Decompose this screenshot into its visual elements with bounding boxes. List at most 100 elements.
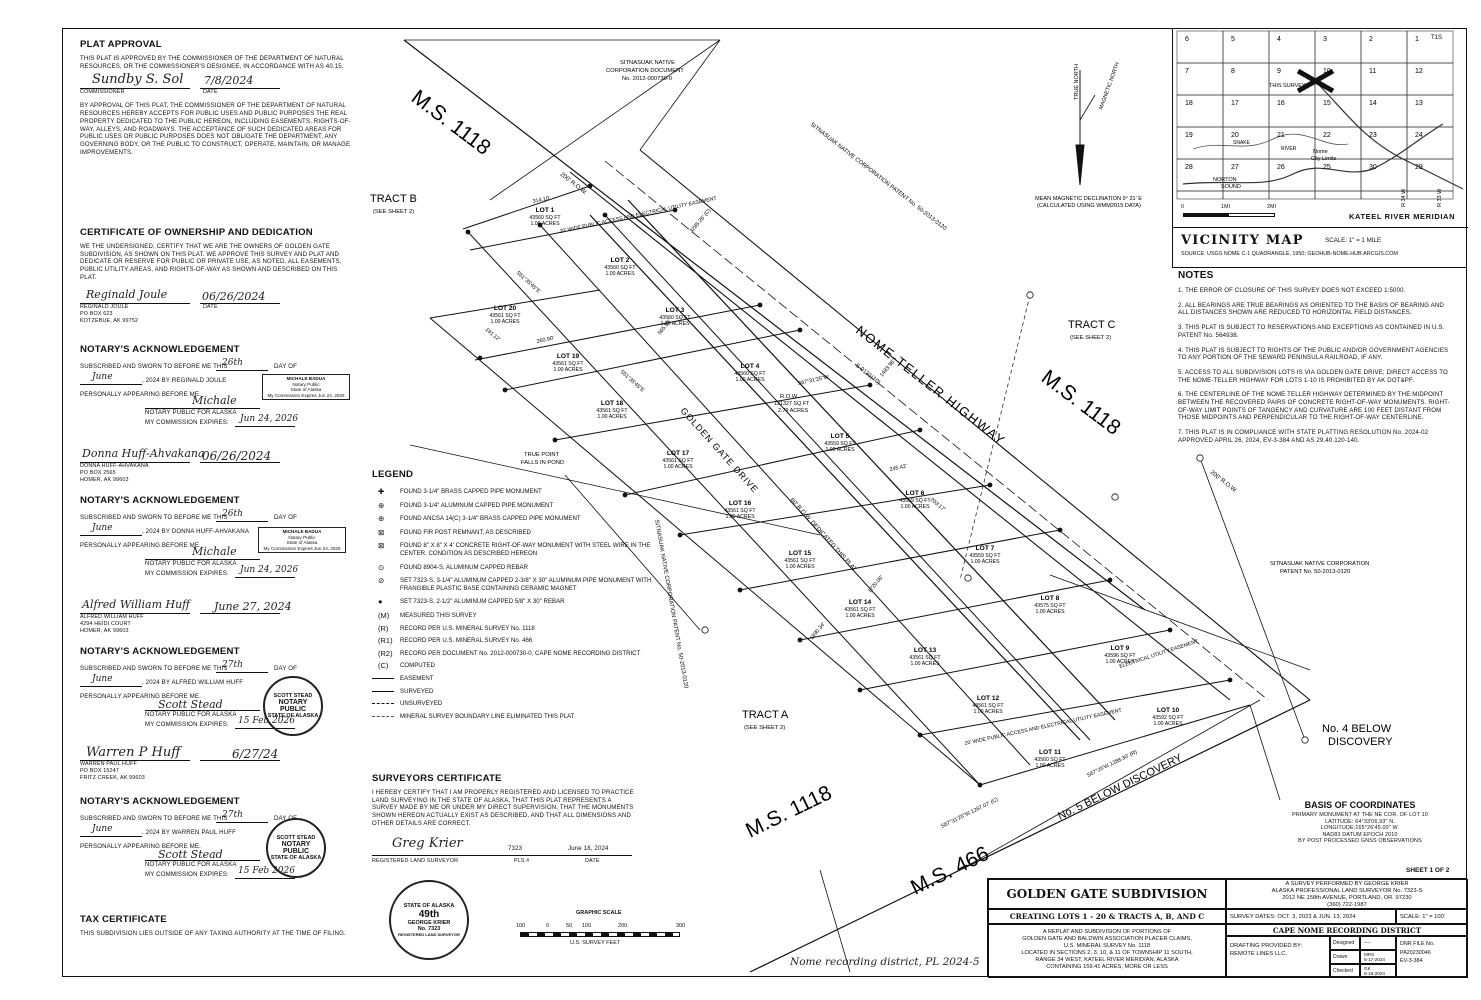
notary1-stamp-l3: State of Alaska: [290, 387, 322, 393]
lot-20-name: LOT 20: [494, 305, 517, 312]
survey-monument: [757, 302, 763, 308]
lot-17-sqft: 43561 SQ FT: [662, 458, 694, 464]
notary4-month-line: [80, 836, 142, 837]
vicinity-section-number: 23: [1369, 132, 1377, 139]
ms1118-label-nw: M.S. 1118: [407, 86, 495, 160]
lot13-north: [799, 579, 1111, 641]
signer2-name: DONNA HUFF-AHVAKANA: [80, 463, 149, 469]
vicinity-section-number: 11: [1369, 68, 1376, 75]
vicinity-section-number: 25: [1323, 164, 1331, 171]
basis-leader: [1249, 704, 1281, 801]
legend-item: EASEMENT: [372, 675, 672, 683]
lot-3-ac: 1.00 ACRES: [660, 321, 690, 327]
legend-item: ●SET 7323-S, 2-1/2" ALUMINUM CAPPED 5/8"…: [372, 598, 672, 606]
survey-monument: [857, 687, 863, 693]
dim-1720: 1720.06': [867, 575, 885, 595]
vicinity-section-number: 29: [1415, 164, 1423, 171]
legend-text: MINERAL SURVEY BOUNDARY LINE ELIMINATED …: [400, 712, 575, 720]
lot-20-ac: 1.00 ACRES: [490, 319, 520, 325]
lot-1-sqft: 43560 SQ FT: [529, 215, 561, 221]
title-block-drawn-initials: MRS: [1364, 952, 1375, 957]
legend-text: SET 7323-S, 2-1/2" ALUMINUM CAPPED 5/8" …: [400, 598, 565, 606]
note-item: 5. ACCESS TO ALL SUBDIVISION LOTS IS VIA…: [1178, 368, 1448, 384]
lot-15-sqft: 43561 SQ FT: [784, 558, 816, 564]
signer3-sig-line: [80, 613, 190, 614]
lot-11-sqft: 43560 SQ FT: [1034, 757, 1066, 763]
commissioner-sig-line: [80, 88, 190, 90]
lot-15-ac: 1.00 ACRES: [785, 564, 815, 570]
basis-line3: LONGITUDE:165°26'45.00" W.: [1320, 825, 1400, 832]
lot-20-sqft: 43561 SQ FT: [489, 313, 521, 319]
notary4-expires-label: MY COMMISSION EXPIRES:: [145, 871, 229, 878]
legend-symbol: (R2): [378, 648, 393, 658]
lot-13-ac: 1.00 ACRES: [910, 661, 940, 667]
graphic-scale-tick: 0: [546, 923, 550, 929]
signer4-date: 6/27/24: [232, 747, 279, 761]
notary2-day-line: [216, 521, 268, 522]
survey-monument: [677, 532, 683, 538]
vicinity-section-number: 18: [1185, 100, 1193, 107]
legend-item: (R2)RECORD PER DOCUMENT No. 2012-000730-…: [372, 650, 672, 658]
surveyor-seal: STATE OF ALASKA 49th GEORGE KRIER No. 73…: [389, 880, 469, 960]
vicinity-section-number: 1: [1415, 36, 1419, 43]
lot-8-sqft: 43575 SQ FT: [1034, 603, 1066, 609]
tax-heading: TAX CERTIFICATE: [80, 914, 167, 925]
tax-text: THIS SUBDIVISION LIES OUTSIDE OF ANY TAX…: [80, 930, 346, 937]
notary3-seal: SCOTT STEAD NOTARY PUBLIC STATE OF ALASK…: [263, 676, 323, 736]
ms466-boundary: [749, 699, 1311, 973]
lot-17-ac: 1.00 ACRES: [663, 464, 693, 470]
notary2-heading: NOTARY'S ACKNOWLEDGEMENT: [80, 495, 240, 506]
notary4-seal-bot: STATE OF ALASKA: [270, 855, 322, 861]
legend-text: SET 7323-S, 3-1/4" ALUMINUM CAPPED 2-3/8…: [400, 577, 652, 592]
map-lines: [403, 39, 1311, 973]
vicinity-section-cell: [1176, 126, 1224, 160]
notary4-line1: SUBSCRIBED AND SWORN TO BEFORE ME THIS: [80, 815, 228, 822]
notary2-stamp: MICHALE BADUA Notary Public State of Ala…: [258, 527, 346, 554]
golden-gate-drive-west: [589, 214, 1081, 741]
legend-text: RECORD PER U.S. MINERAL SURVEY No. 466: [400, 637, 533, 645]
notary2-sig-line: [145, 559, 260, 560]
notary2-stamp-l3: State of Alaska: [286, 540, 318, 546]
vicinity-section-number: 6: [1185, 36, 1189, 43]
surveyor-date: June 18, 2024: [568, 845, 609, 852]
vicinity-bar-label: 2MI: [1267, 204, 1276, 210]
signer1-sig-line: [80, 302, 190, 304]
lot-south-boundary: [979, 704, 1251, 786]
lot-12-sqft: 43561 SQ FT: [972, 703, 1004, 709]
lot-6-name: LOT 6: [906, 490, 925, 497]
signer4-block: Warren P Huff 6/27/24 WARREN PAUL HUFF P…: [80, 745, 355, 789]
legend-item: ⊘SET 7323-S, 3-1/4" ALUMINUM CAPPED 2-3/…: [372, 577, 672, 592]
title-block-desc2: GOLDEN GATE AND BALDWIN ASSOCIATION PLAC…: [1022, 935, 1192, 942]
dim-191: 191.12': [484, 327, 501, 343]
vicinity-section-number: 9: [1277, 68, 1281, 75]
survey-monument: [701, 626, 709, 634]
notary1-heading: NOTARY'S ACKNOWLEDGEMENT: [80, 344, 240, 355]
lot14-north: [739, 529, 1061, 591]
tract-b-boundary: [489, 39, 721, 201]
vicinity-label-tis: T1S: [1431, 35, 1442, 41]
highway-row-west: [569, 171, 1231, 701]
lot-8-name: LOT 8: [1041, 595, 1060, 602]
vicinity-section-number: 7: [1185, 68, 1189, 75]
plat-approval-section: PLAT APPROVAL THIS PLAT IS APPROVED BY T…: [80, 39, 355, 156]
legend-section: LEGEND ✚FOUND 3-1/4" BRASS CAPPED PIPE M…: [372, 469, 672, 725]
lot-18-name: LOT 18: [601, 400, 624, 407]
legend-item: SURVEYED: [372, 688, 672, 696]
vicinity-section-number: 24: [1415, 132, 1423, 139]
tract-c-label: TRACT C: [1068, 319, 1116, 331]
highway-label: NOME-TELLER HIGHWAY: [853, 323, 1008, 449]
survey-monument: [1301, 736, 1309, 744]
sw-leader: [819, 869, 851, 973]
vicinity-section-number: 15: [1323, 100, 1331, 107]
lot-16-sqft: 43561 SQ FT: [724, 508, 756, 514]
legend-item: (C)COMPUTED: [372, 662, 672, 670]
signer3-signature: Alfred William Huff: [82, 598, 190, 611]
vicinity-section-cell: [1314, 30, 1362, 64]
title-block-drafting-label: DRAFTING PROVIDED BY:: [1230, 943, 1303, 949]
signer2-signature: Donna Huff-Ahvakana: [82, 447, 205, 460]
notary3-day-of: DAY OF: [274, 665, 298, 672]
notary4-day-line: [216, 822, 268, 823]
